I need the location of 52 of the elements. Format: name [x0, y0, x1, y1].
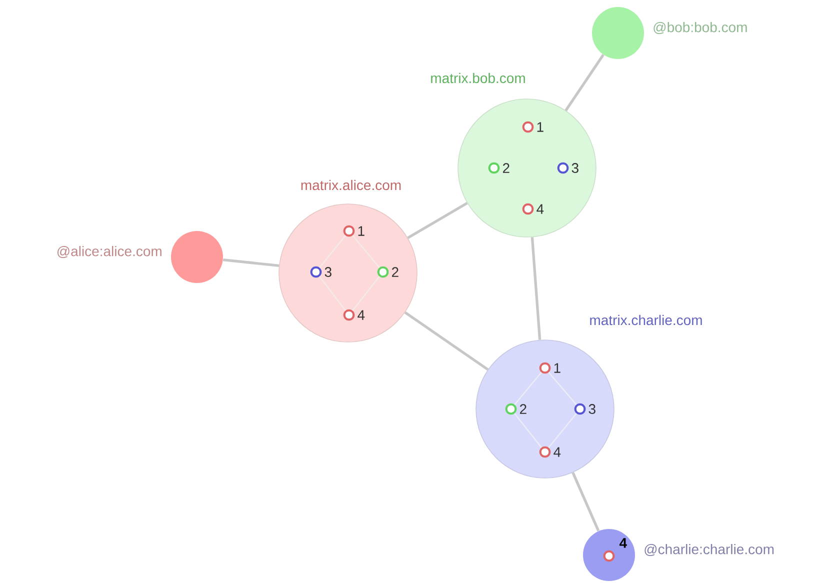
- server-circle: [278, 204, 418, 342]
- link-line: [564, 54, 604, 112]
- ring-marker: [377, 266, 389, 278]
- server-circle: [458, 98, 596, 238]
- link-line: [319, 235, 346, 268]
- server-label: matrix.bob.com: [431, 72, 525, 84]
- link-line: [548, 372, 577, 406]
- ring-marker: [574, 403, 586, 415]
- link-line: [514, 372, 542, 406]
- ring-number: 1: [537, 122, 544, 132]
- ring-number: 1: [358, 226, 364, 236]
- link-line: [318, 276, 346, 311]
- server-circle: [476, 340, 614, 478]
- ring-number: 1: [554, 363, 560, 373]
- user-circle: [592, 7, 644, 59]
- ring-number: 4: [536, 204, 544, 214]
- user-label: @charlie:charlie.com: [644, 544, 774, 556]
- user-label: @bob:bob.com: [654, 22, 747, 34]
- ring-marker: [539, 446, 551, 458]
- ring-marker: [488, 162, 500, 174]
- ring-number: 2: [502, 163, 510, 173]
- user-circle: [583, 529, 635, 581]
- ring-marker: [343, 309, 355, 321]
- ring-number: 3: [572, 163, 578, 173]
- link-line: [514, 413, 542, 448]
- ring-marker: [310, 266, 322, 278]
- ring-number: 2: [392, 267, 398, 277]
- server-label: matrix.charlie.com: [590, 314, 702, 326]
- link-line: [352, 234, 380, 268]
- link-line: [404, 311, 489, 371]
- ring-marker: [557, 162, 569, 174]
- user-circle: [171, 231, 223, 283]
- link-line: [572, 472, 600, 532]
- link-line: [407, 202, 468, 240]
- ring-marker: [505, 403, 517, 415]
- ring-marker: [539, 362, 551, 374]
- ring-number: 3: [588, 404, 596, 414]
- ring-number: 4: [619, 538, 627, 548]
- server-label: matrix.alice.com: [301, 180, 401, 190]
- ring-number: 4: [554, 447, 561, 457]
- ring-number: 2: [520, 404, 526, 414]
- ring-marker: [343, 225, 355, 237]
- link-line: [530, 237, 542, 340]
- ring-number: 4: [358, 310, 365, 320]
- link-line: [352, 276, 380, 311]
- ring-marker: [522, 121, 534, 133]
- ring-marker: [603, 550, 615, 562]
- link-line: [222, 258, 280, 268]
- ring-number: 3: [324, 267, 332, 277]
- user-label: @alice:alice.com: [57, 246, 162, 258]
- link-line: [548, 412, 577, 448]
- ring-marker: [522, 203, 534, 215]
